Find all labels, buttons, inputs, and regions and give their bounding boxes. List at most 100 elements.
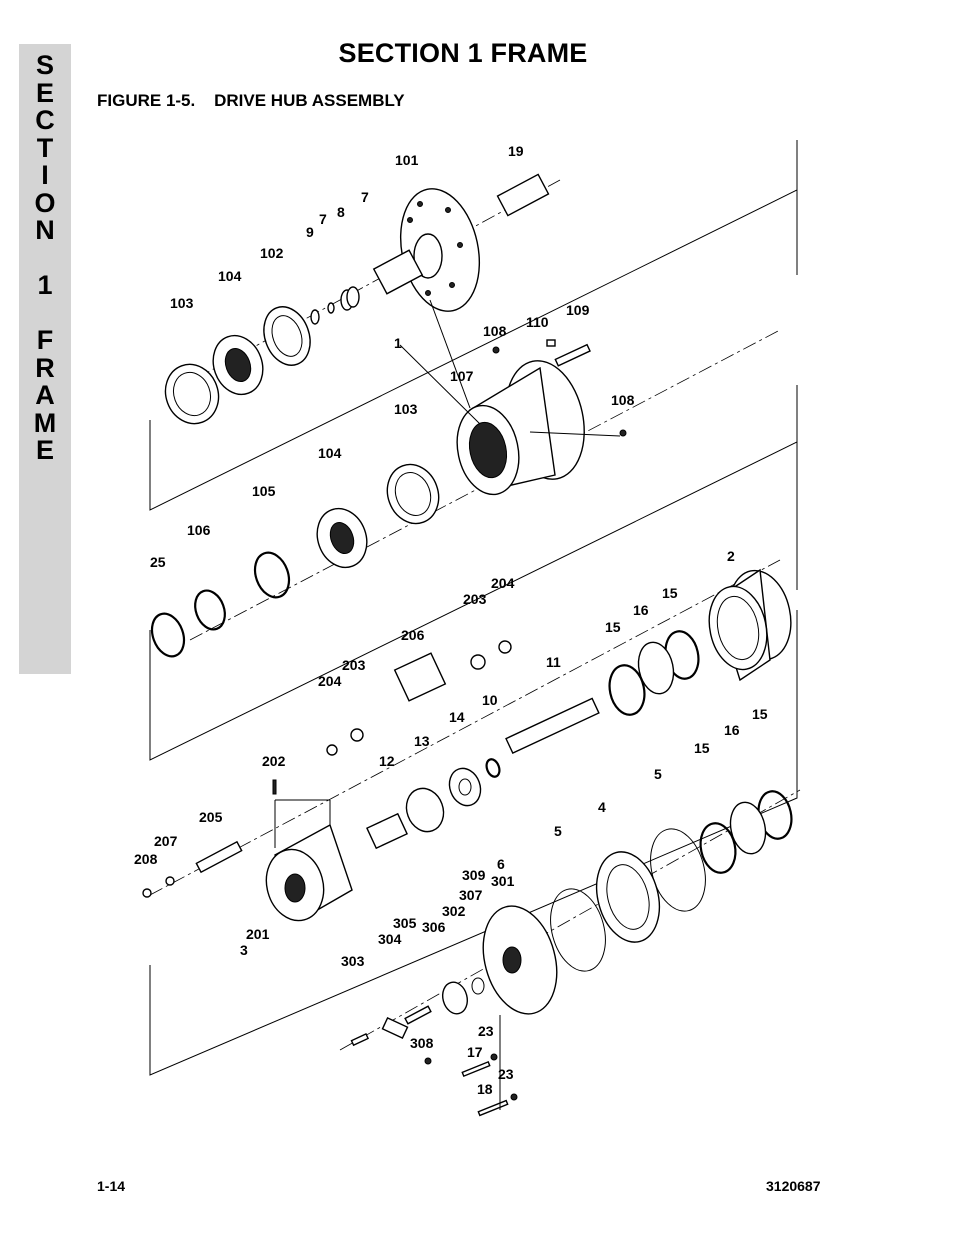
callout-202: 202 — [262, 753, 286, 769]
side-tab-letter: E — [35, 77, 54, 108]
cover-part — [482, 905, 558, 1015]
disconnect-cap — [441, 981, 469, 1015]
callout-16a: 16 — [633, 602, 649, 618]
disconnect-plate — [381, 1016, 409, 1040]
callout-5a: 5 — [654, 766, 662, 782]
seal-part — [263, 306, 311, 366]
callout-16b: 16 — [724, 722, 740, 738]
bearing-cone-upper — [212, 334, 264, 396]
callout-15b: 15 — [605, 619, 621, 635]
callout-5b: 5 — [554, 823, 562, 839]
callout-203b: 203 — [342, 657, 366, 673]
callout-labels: 101 19 7 8 7 9 102 104 103 1 108 110 109… — [134, 143, 768, 1097]
callout-104b: 104 — [318, 445, 342, 461]
callout-107: 107 — [450, 368, 474, 384]
callout-12: 12 — [379, 753, 395, 769]
callout-104a: 104 — [218, 268, 242, 284]
callout-15a: 15 — [662, 585, 678, 601]
washer-203a — [470, 654, 486, 670]
spacer-tube-part — [366, 812, 408, 850]
o-ring-5b — [550, 888, 606, 972]
assembly-axes — [149, 179, 801, 1051]
callout-7a: 7 — [361, 189, 369, 205]
callout-14: 14 — [449, 709, 465, 725]
sun-gear-part — [405, 787, 445, 833]
thrust-bearing-16b — [729, 801, 767, 855]
carrier-part — [265, 823, 353, 922]
callout-103b: 103 — [394, 401, 418, 417]
pin-part — [272, 779, 277, 795]
bolt-17 — [461, 1060, 491, 1078]
callout-303: 303 — [341, 953, 365, 969]
callout-203a: 203 — [463, 591, 487, 607]
hub-part — [456, 339, 627, 496]
retaining-ring-10 — [485, 758, 501, 778]
callout-6: 6 — [497, 856, 505, 872]
bearing-cup-lower — [386, 463, 440, 525]
ring-gear-4 — [595, 851, 661, 943]
washer-204a — [498, 640, 512, 654]
callout-4: 4 — [598, 799, 606, 815]
ring-gear-part — [708, 568, 792, 682]
callout-201: 201 — [246, 926, 270, 942]
spindle-part — [372, 188, 481, 312]
side-tab-letter: I — [41, 160, 49, 190]
thrust-bearing-16a — [637, 641, 675, 695]
callout-101: 101 — [395, 152, 419, 168]
panel-frames — [149, 140, 798, 1076]
callout-10: 10 — [482, 692, 498, 708]
callout-102: 102 — [260, 245, 284, 261]
callout-304: 304 — [378, 931, 402, 947]
callout-109: 109 — [566, 302, 590, 318]
callout-105: 105 — [252, 483, 276, 499]
callout-204b: 204 — [318, 673, 342, 689]
document-number: 3120687 — [766, 1178, 821, 1194]
callout-305: 305 — [393, 915, 417, 931]
callout-9: 9 — [306, 224, 314, 240]
washer-207 — [165, 876, 175, 886]
callout-205: 205 — [199, 809, 223, 825]
side-tab-letter: T — [36, 132, 54, 163]
callout-106: 106 — [187, 522, 211, 538]
bolt-18 — [477, 1099, 509, 1117]
retaining-ring-25 — [150, 612, 186, 658]
side-tab-letter: F — [36, 325, 54, 355]
side-tab-letter: R — [35, 352, 55, 383]
side-tab-letter: 1 — [37, 270, 53, 300]
shaft-205 — [195, 840, 243, 874]
cluster-gear-206 — [393, 652, 447, 702]
input-shaft-part — [505, 697, 600, 755]
thrust-washer-15d — [699, 822, 737, 874]
retaining-ring-105 — [253, 551, 291, 599]
callout-7b: 7 — [319, 211, 327, 227]
callout-302: 302 — [442, 903, 466, 919]
disconnect-rod — [404, 1005, 432, 1025]
callout-8: 8 — [337, 204, 345, 220]
callout-301: 301 — [491, 873, 515, 889]
callout-25: 25 — [150, 554, 166, 570]
callout-1: 1 — [394, 335, 402, 351]
retaining-rings — [310, 286, 360, 325]
callout-17: 17 — [467, 1044, 483, 1060]
side-tab-letter: A — [35, 380, 55, 410]
callout-307: 307 — [459, 887, 483, 903]
callout-23a: 23 — [478, 1023, 494, 1039]
figure-title: FIGURE 1-5. DRIVE HUB ASSEMBLY — [97, 91, 405, 110]
page-title: SECTION 1 FRAME — [338, 38, 588, 68]
coupling-shaft — [496, 173, 550, 217]
washer-23a — [490, 1053, 498, 1061]
callout-3: 3 — [240, 942, 248, 958]
spacer-part — [448, 767, 482, 807]
thrust-washer-15b — [608, 664, 646, 716]
side-tab-letter: N — [35, 215, 55, 245]
callout-309: 309 — [462, 867, 486, 883]
callout-108b: 108 — [611, 392, 635, 408]
side-tab-letter: S — [35, 50, 54, 80]
callout-110: 110 — [526, 314, 549, 330]
washer-23b — [510, 1093, 518, 1101]
nut-208 — [142, 888, 152, 898]
callout-2: 2 — [727, 548, 735, 564]
side-tab-letter: C — [35, 105, 55, 135]
